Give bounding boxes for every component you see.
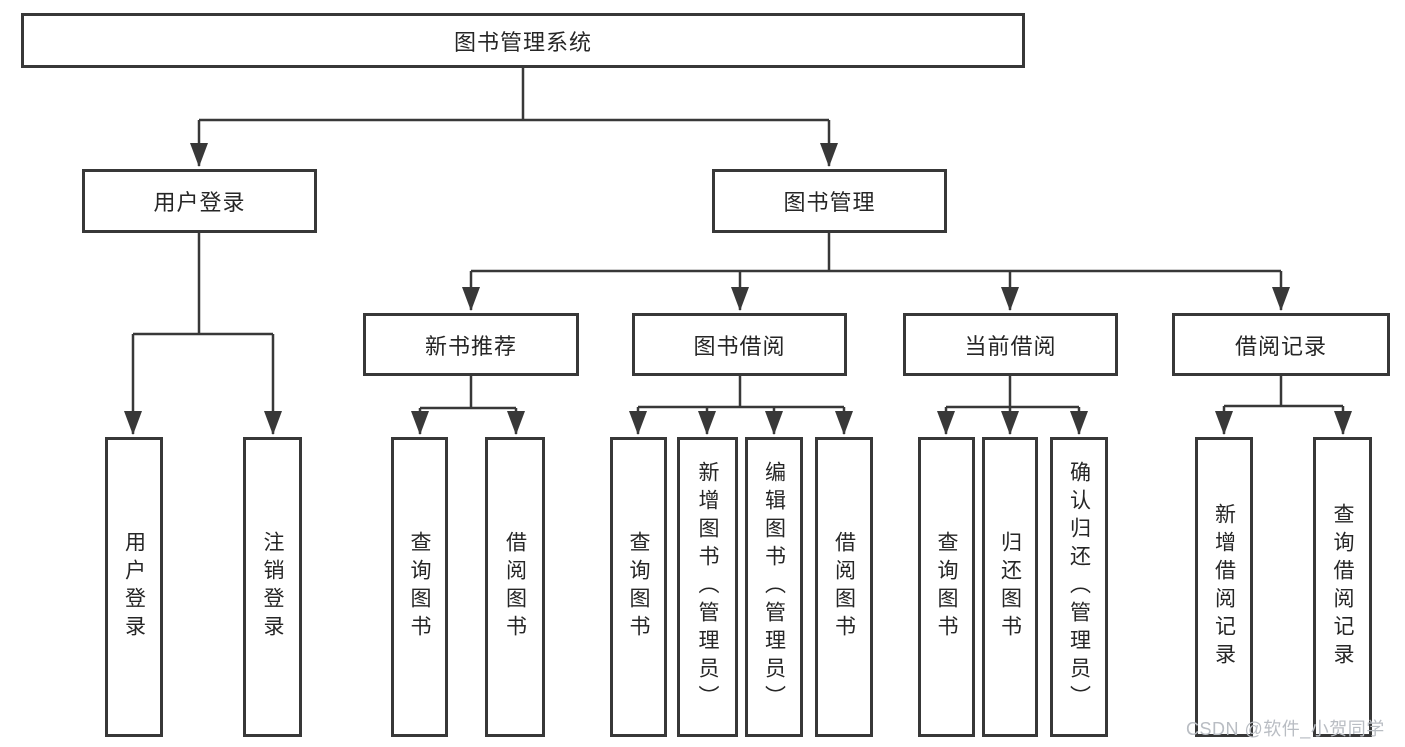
node-bb-add-books-admin: 新增图书（管理员） — [677, 437, 738, 737]
node-cb-query-books: 查询图书 — [918, 437, 975, 737]
node-cb-return-books: 归还图书 — [982, 437, 1038, 737]
node-logout-leaf: 注销登录 — [243, 437, 302, 737]
node-bb-query-books: 查询图书 — [610, 437, 667, 737]
node-user-login-leaf: 用户登录 — [105, 437, 163, 737]
node-br-add-record: 新增借阅记录 — [1195, 437, 1253, 737]
node-new-book-recommend: 新书推荐 — [363, 313, 579, 376]
node-current-borrow: 当前借阅 — [903, 313, 1118, 376]
node-borrow-records: 借阅记录 — [1172, 313, 1390, 376]
node-bb-edit-books-admin: 编辑图书（管理员） — [745, 437, 803, 737]
csdn-watermark: CSDN @软件_小贺同学 — [1186, 719, 1385, 739]
node-br-query-record: 查询借阅记录 — [1313, 437, 1372, 737]
node-book-borrow: 图书借阅 — [632, 313, 847, 376]
node-book-management-branch: 图书管理 — [712, 169, 947, 233]
node-bb-borrow-books: 借阅图书 — [815, 437, 873, 737]
node-cb-confirm-return-admin: 确认归还（管理员） — [1050, 437, 1108, 737]
node-nbr-query-books: 查询图书 — [391, 437, 448, 737]
node-library-management-system: 图书管理系统 — [21, 13, 1025, 68]
node-user-login-branch: 用户登录 — [82, 169, 317, 233]
node-nbr-borrow-books: 借阅图书 — [485, 437, 545, 737]
